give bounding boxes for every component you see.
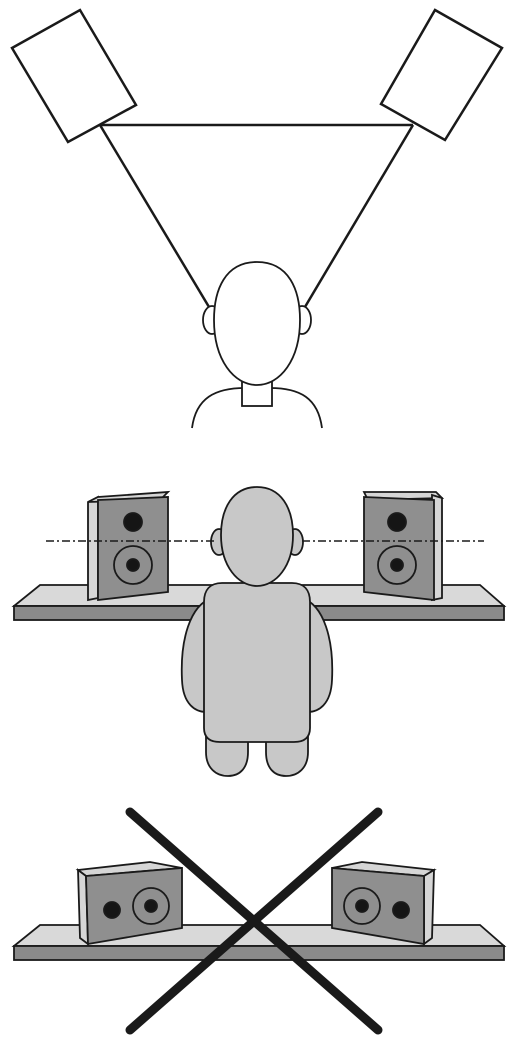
left-tweeter — [124, 513, 142, 531]
triangle-left-line — [100, 125, 212, 312]
panel-front-view-incorrect — [14, 812, 504, 1030]
desk-front-edge-2 — [14, 946, 504, 960]
right-speaker-vertical — [364, 492, 442, 600]
right-h-speaker-side — [424, 870, 434, 944]
right-tweeter — [388, 513, 406, 531]
torso — [204, 583, 310, 742]
right-speaker-top — [381, 10, 502, 140]
left-speaker-vertical — [88, 492, 168, 600]
right-h-woofer-cone — [356, 900, 368, 912]
left-woofer-cone — [127, 559, 139, 571]
left-speaker-side — [88, 497, 98, 600]
left-h-tweeter — [104, 902, 120, 918]
listener-front — [182, 487, 333, 776]
panel-front-view-correct — [14, 487, 504, 776]
left-h-woofer-cone — [145, 900, 157, 912]
right-h-tweeter — [393, 902, 409, 918]
triangle-right-line — [302, 125, 413, 312]
panel-top-view — [12, 10, 502, 428]
right-woofer-cone — [391, 559, 403, 571]
head-front — [221, 487, 293, 586]
left-speaker-top — [12, 10, 136, 142]
listener-head-top — [192, 262, 322, 428]
head-outline — [214, 262, 300, 385]
